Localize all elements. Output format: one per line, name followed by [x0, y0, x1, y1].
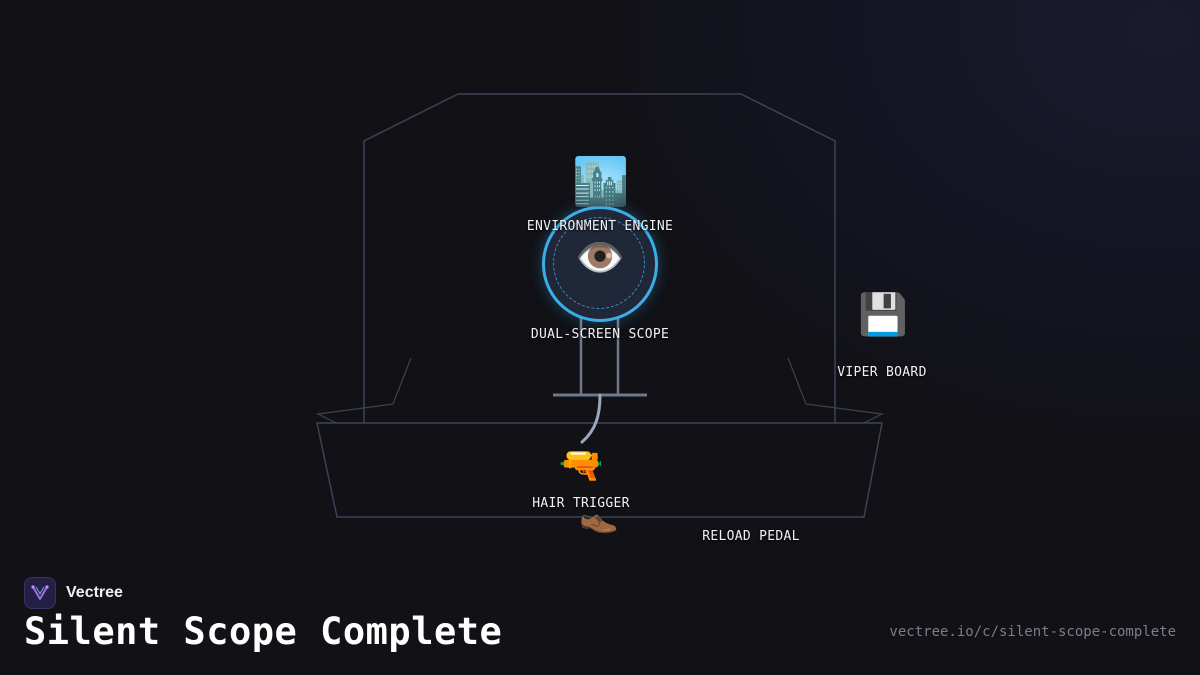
vectree-mark-icon	[31, 585, 49, 600]
brand-name: Vectree	[66, 584, 123, 601]
dual-screen-scope-label: DUAL-SCREEN SCOPE	[530, 327, 670, 342]
vectree-logo-icon	[24, 577, 56, 609]
floppy-disk-icon: 💾	[858, 292, 908, 338]
water-pistol-icon: 🔫	[558, 445, 604, 486]
page-title: Silent Scope Complete	[24, 610, 503, 653]
shoe-icon: 👞	[579, 497, 619, 535]
dual-screen-scope-ring[interactable]	[542, 206, 658, 322]
brand: Vectree	[24, 577, 123, 609]
environment-engine-label: ENVIRONMENT ENGINE	[526, 219, 674, 234]
trigger-cable	[580, 393, 602, 444]
cabinet-control-panel	[316, 422, 883, 518]
cabinet-left-wing	[315, 357, 412, 424]
viper-board-label: VIPER BOARD	[837, 365, 927, 380]
cabinet-upper-body	[363, 93, 836, 423]
hair-trigger-label: HAIR TRIGGER	[532, 496, 630, 511]
page-url-link[interactable]: vectree.io/c/silent-scope-complete	[889, 624, 1176, 640]
scope-ring-inner-dashed	[553, 217, 645, 309]
reload-pedal-label: RELOAD PEDAL	[702, 529, 800, 544]
cityscape-icon: 🏙️	[572, 154, 630, 208]
cabinet-right-wing	[787, 357, 885, 424]
eye-icon: 👁️	[575, 235, 625, 281]
